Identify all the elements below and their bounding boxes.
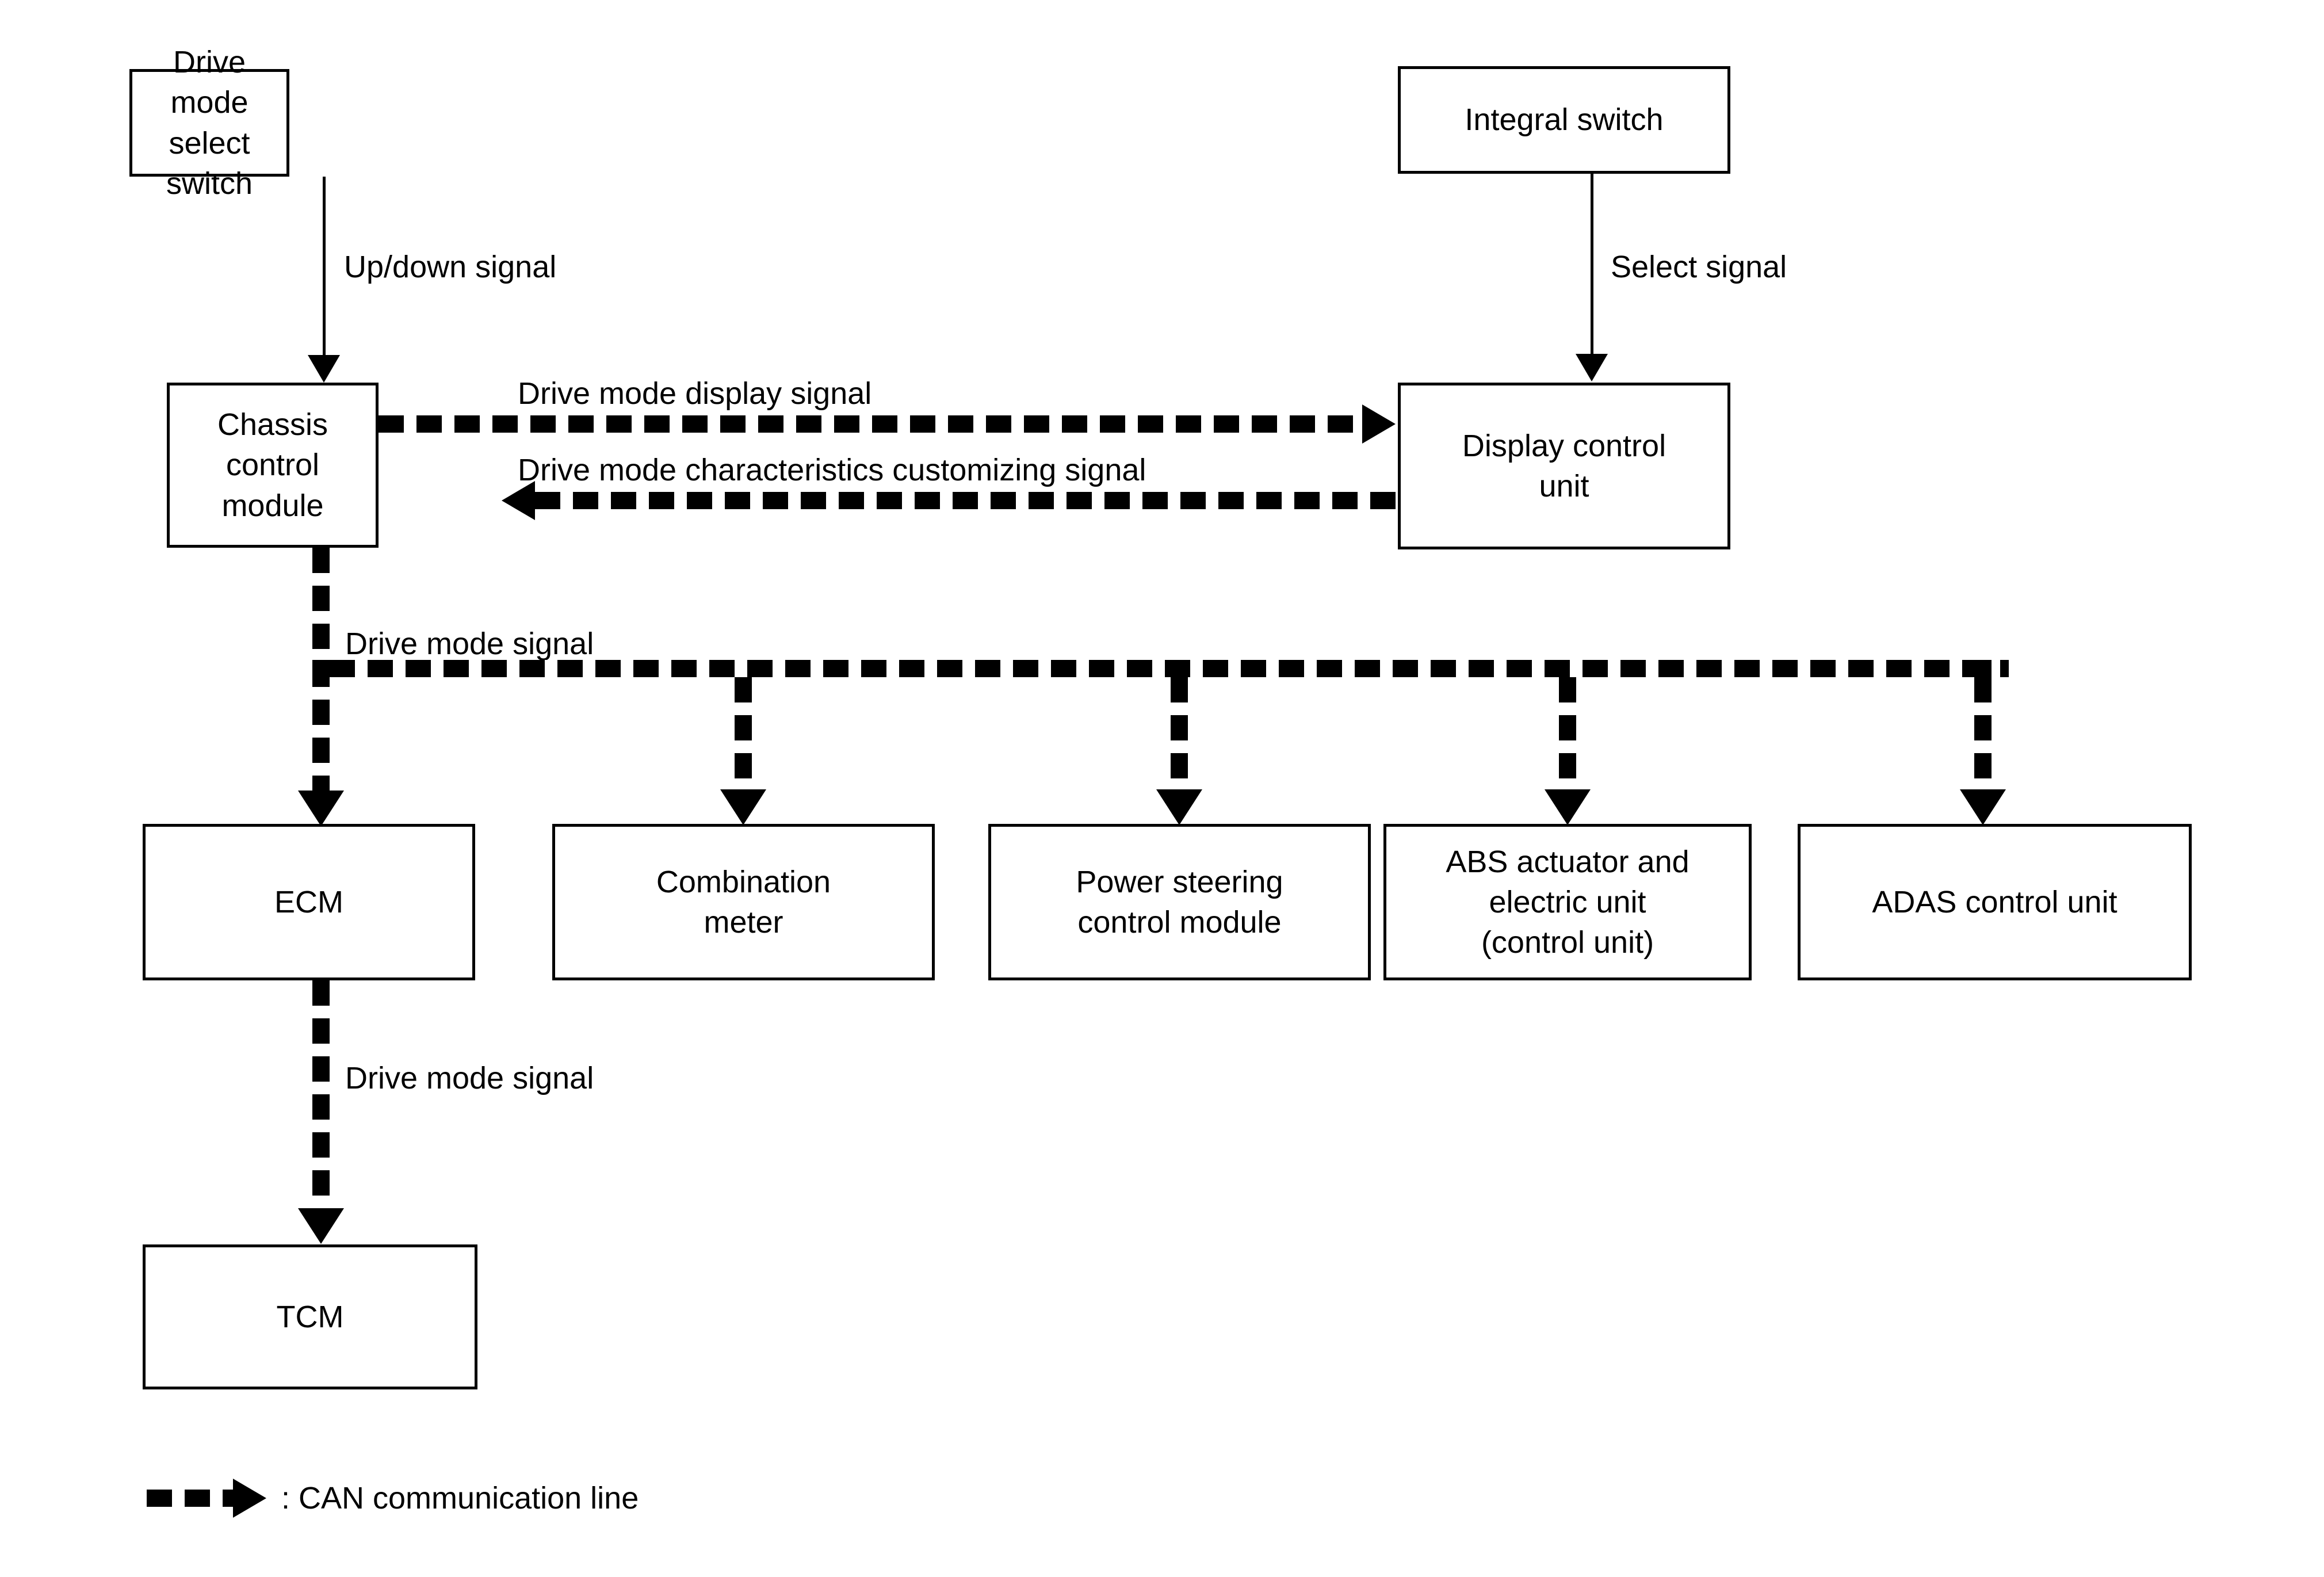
arrowhead-select-signal (1576, 354, 1608, 381)
can-bus-corner-right (1974, 660, 1992, 677)
legend: : CAN communication line (147, 1479, 639, 1518)
can-arrowhead-drive-mode-characteristics-signal (502, 481, 535, 520)
can-bus-corner-left (312, 660, 330, 677)
node-power-steering-control-module[interactable]: Power steering control module (988, 824, 1371, 980)
legend-label: : CAN communication line (281, 1481, 639, 1515)
node-tcm[interactable]: TCM (143, 1244, 477, 1389)
can-arrowhead-combination-meter (720, 789, 766, 825)
can-line-ecm-to-tcm (312, 980, 330, 1211)
label-up-down-signal: Up/down signal (344, 250, 557, 284)
node-ecm[interactable]: ECM (143, 824, 475, 980)
connector-select-signal (1591, 174, 1593, 354)
can-branch-abs-actuator-and-electric-unit (1559, 677, 1576, 792)
node-display-control-unit[interactable]: Display control unit (1398, 383, 1730, 549)
can-arrowhead-abs-actuator-and-electric-unit (1545, 789, 1591, 825)
label-drive-mode-signal-tcm: Drive mode signal (345, 1061, 594, 1095)
can-branch-adas-control-unit (1974, 677, 1992, 792)
node-adas-control-unit[interactable]: ADAS control unit (1798, 824, 2192, 980)
legend-arrowhead-icon (233, 1479, 266, 1518)
can-bus-drive-mode-signal (330, 660, 2009, 677)
can-arrowhead-drive-mode-display-signal (1362, 404, 1396, 444)
can-arrowhead-tcm (298, 1208, 344, 1244)
label-drive-mode-display-signal: Drive mode display signal (518, 376, 872, 411)
node-drive-mode-select-switch[interactable]: Drive mode select switch (129, 45, 289, 201)
node-chassis-control-module[interactable]: Chassis control module (167, 383, 379, 548)
label-drive-mode-signal-bus: Drive mode signal (345, 627, 594, 661)
node-integral-switch[interactable]: Integral switch (1398, 66, 1730, 174)
label-select-signal: Select signal (1611, 250, 1787, 284)
node-combination-meter[interactable]: Combination meter (552, 824, 935, 980)
can-arrowhead-ecm (298, 791, 344, 826)
legend-can-line-icon (147, 1490, 233, 1507)
can-branch-combination-meter (735, 677, 752, 792)
node-abs-actuator-and-electric-unit[interactable]: ABS actuator and electric unit (control … (1383, 824, 1752, 980)
can-line-drive-mode-display-signal (379, 415, 1362, 433)
can-line-drive-mode-characteristics-signal (535, 492, 1398, 509)
can-arrowhead-power-steering-control-module (1156, 789, 1202, 825)
label-drive-mode-characteristics-signal: Drive mode characteristics customizing s… (518, 453, 1146, 487)
can-arrowhead-adas-control-unit (1960, 789, 2006, 825)
connector-up-down-signal (323, 177, 326, 355)
can-branch-power-steering-control-module (1171, 677, 1188, 792)
arrowhead-up-down-signal (308, 355, 340, 383)
